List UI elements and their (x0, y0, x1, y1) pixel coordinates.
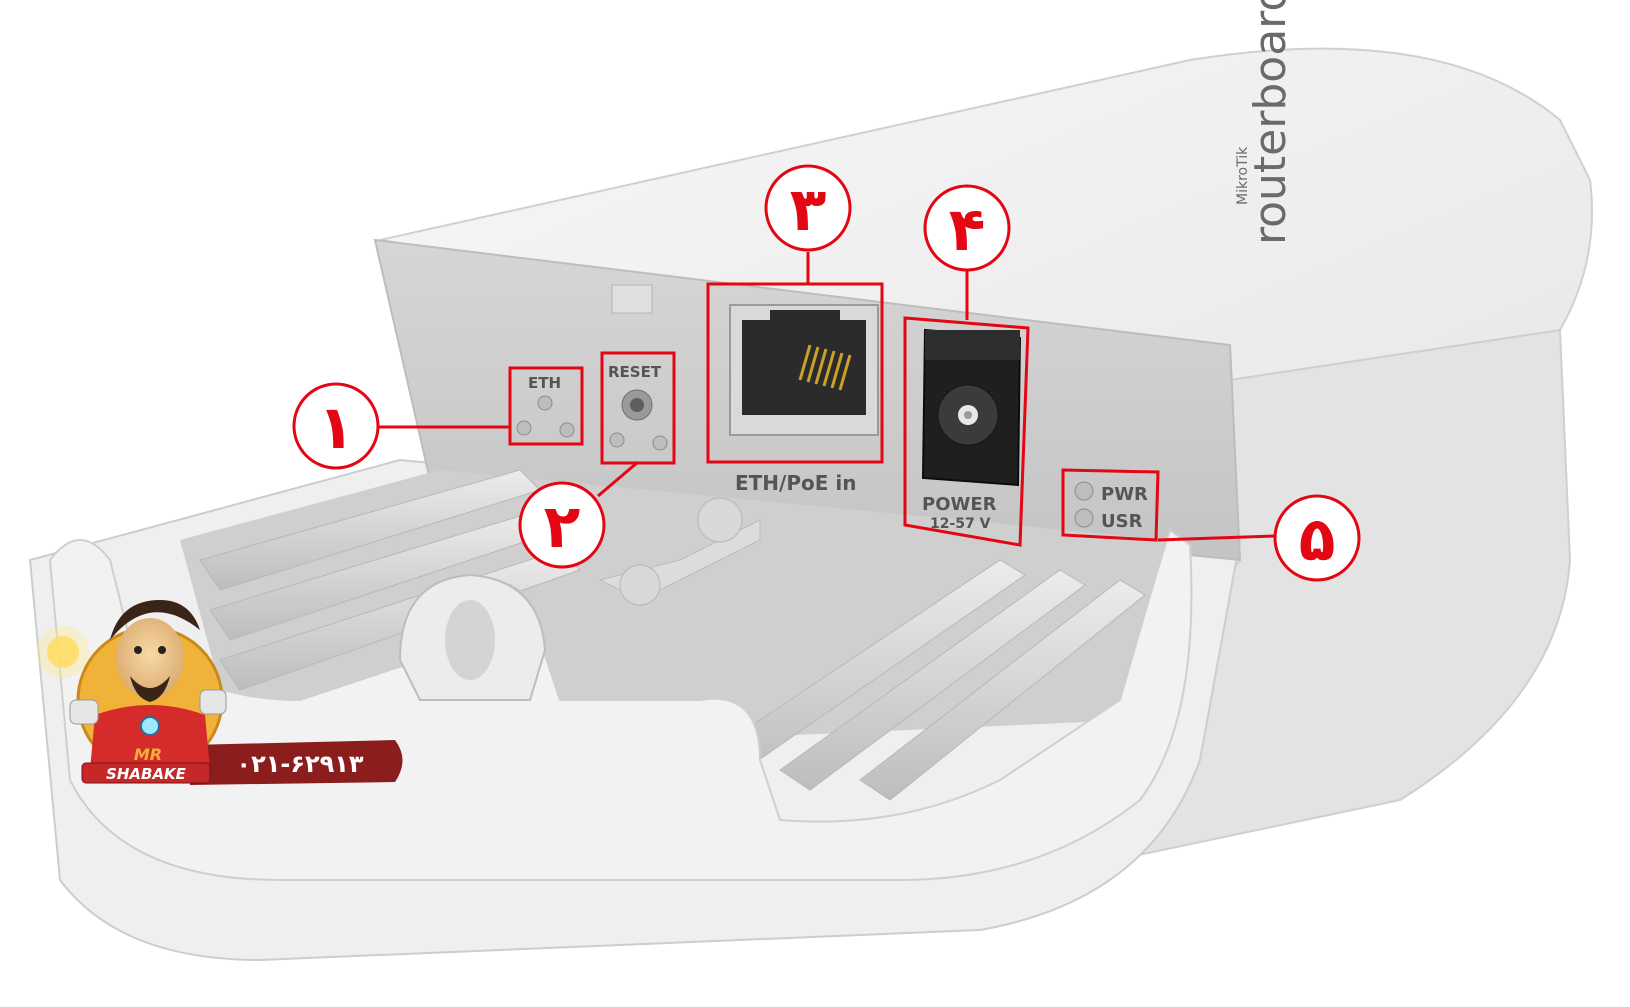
brand-small: MikroTik (1235, 146, 1251, 205)
logo-shabake: SHABAKE (106, 765, 187, 783)
phone-number: ۰۲۱-۶۲۹۱۳ (236, 750, 364, 778)
device-enclosure (28, 47, 1593, 962)
ethernet-poe-port-group: ETH/PoE in (706, 282, 884, 495)
brand-large: routerboard (1245, 0, 1296, 245)
callout-1: ١ (292, 382, 380, 470)
power-label: POWER (922, 494, 997, 515)
callout-2-number: ٢ (544, 492, 581, 562)
status-led-group: PWR USR (1061, 468, 1160, 542)
callout-lines (378, 252, 1276, 542)
brand-logo: MikroTik routerboard (1235, 0, 1296, 245)
eth-led-label: ETH (528, 374, 561, 392)
reset-label: RESET (608, 363, 662, 381)
callout-5-number: ۵ (1299, 505, 1336, 575)
eth-poe-label: ETH/PoE in (735, 471, 856, 495)
usr-label: USR (1101, 511, 1143, 532)
led-highlight (1061, 468, 1160, 542)
mr-shabake-logo: ۰۲۱-۶۲۹۱۳ MR SHABAKE (37, 600, 403, 785)
pwr-led (1074, 481, 1094, 501)
callout-1-number: ١ (318, 393, 355, 463)
logo-mr: MR (134, 745, 162, 764)
callout-3: ٣ (764, 164, 852, 252)
reset-button-group: RESET (600, 351, 676, 465)
callout-4-number: ۴ (949, 195, 986, 265)
power-highlight (903, 316, 1030, 547)
eth-led-group: ETH (508, 366, 584, 446)
power-jack-group: POWER 12-57 V (903, 316, 1030, 547)
eth-led-highlight (508, 366, 584, 446)
usr-led (1074, 508, 1094, 528)
voltage-label: 12-57 V (930, 516, 991, 532)
callout-5: ۵ (1273, 494, 1361, 582)
callout-2: ٢ (518, 481, 606, 569)
ethernet-highlight (706, 282, 884, 464)
phone-banner (190, 740, 403, 785)
callout-3-number: ٣ (790, 175, 827, 245)
callout-4: ۴ (923, 184, 1011, 272)
pwr-label: PWR (1101, 484, 1148, 505)
